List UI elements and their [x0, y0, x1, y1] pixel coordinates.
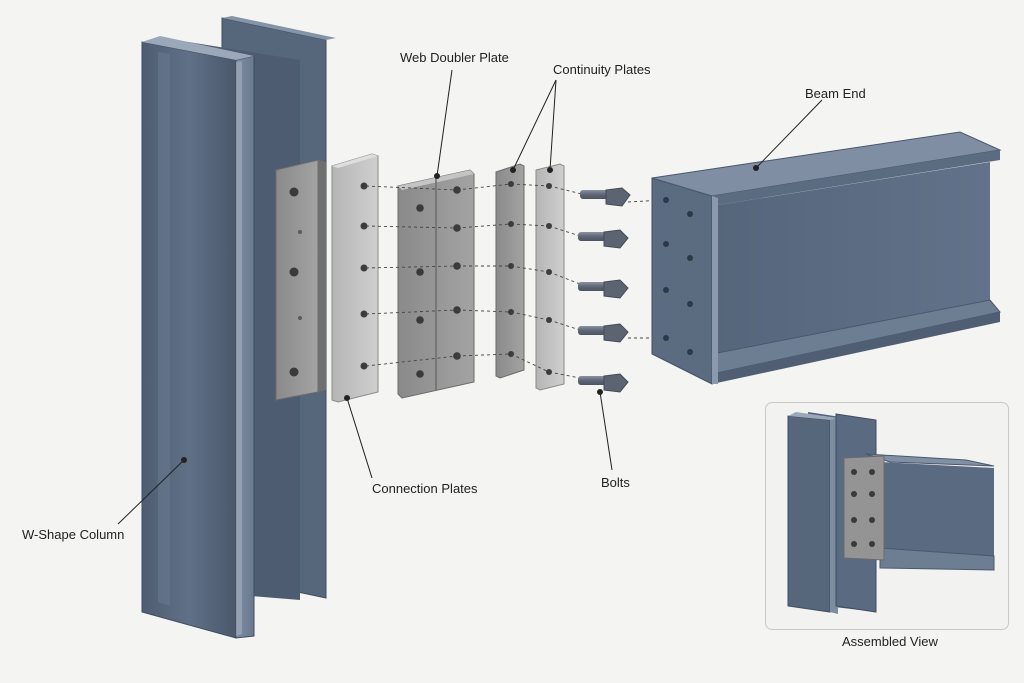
continuity-plate-2 — [535, 163, 565, 391]
label-web-doubler-plate: Web Doubler Plate — [400, 50, 509, 65]
label-w-shape-column: W-Shape Column — [22, 527, 125, 542]
beam-end — [651, 131, 1002, 385]
bolt — [578, 323, 629, 343]
w-shape-column — [141, 16, 336, 639]
leader-lines — [117, 69, 823, 525]
label-continuity-plates: Continuity Plates — [553, 62, 651, 77]
bolt — [578, 279, 629, 299]
label-assembled-view: Assembled View — [842, 634, 938, 649]
bolt — [580, 187, 631, 207]
bolts — [578, 187, 631, 393]
assembled-view-model — [787, 412, 995, 614]
web-doubler-plate — [397, 169, 475, 399]
connection-plate — [331, 153, 379, 403]
label-bolts: Bolts — [601, 475, 630, 490]
continuity-plate-1 — [495, 163, 525, 379]
label-beam-end: Beam End — [805, 86, 866, 101]
column-connection-plate — [275, 159, 326, 401]
label-connection-plates: Connection Plates — [372, 481, 478, 496]
bolt — [578, 373, 629, 393]
bolt — [578, 229, 629, 249]
